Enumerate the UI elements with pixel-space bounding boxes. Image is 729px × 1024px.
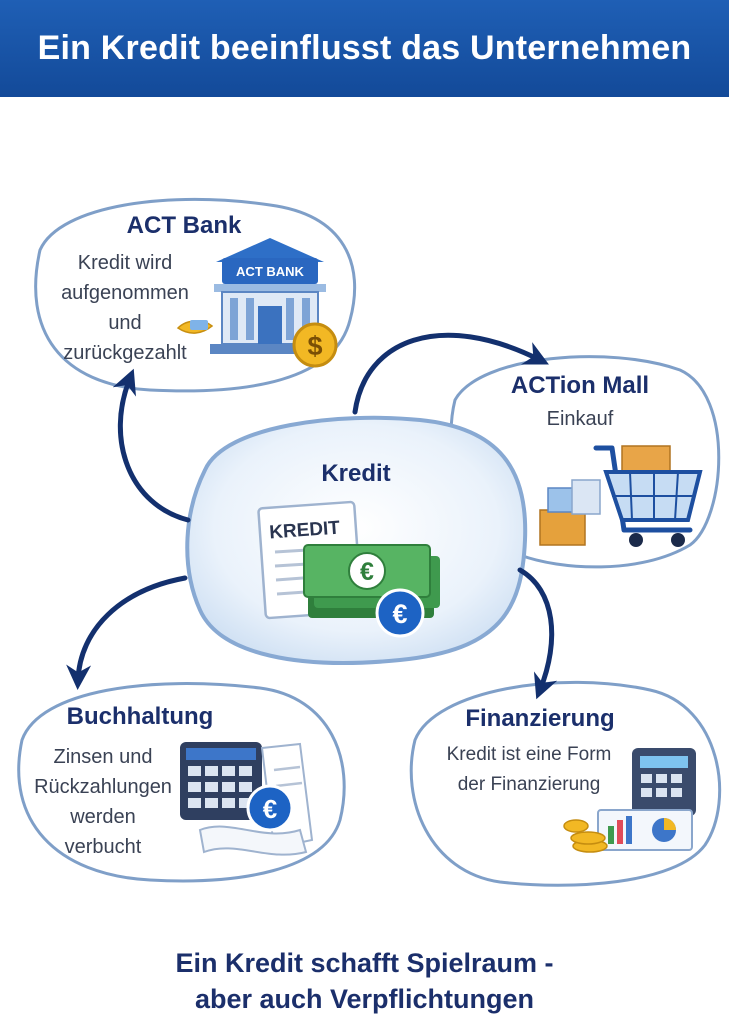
banknote-euro-symbol: € [360,558,374,586]
arrow-center-to-mall [352,332,549,415]
shopping-cart-icon [539,445,703,547]
bank-description: Kredit wird aufgenommen und zurückgezahl… [40,248,210,368]
gold-coins-icon [563,819,608,853]
finance-charts-icon [597,809,693,851]
bank-desc-line-3: und [108,312,142,334]
accounting-desc-line-4: verbucht [64,836,142,858]
footer-line-1: Ein Kredit schafft Spielraum - [175,948,554,978]
finance-calculator-icon [632,748,696,816]
euro-coin-symbol: € [392,599,407,629]
bank-title: ACT Bank [126,212,242,239]
dollar-symbol: $ [307,331,322,361]
footer-line-2: aber auch Verpflichtungen [194,984,535,1014]
center-title: Kredit [321,460,391,487]
financing-desc-line-1: Kredit ist eine Form [446,744,612,765]
credit-doc-label: KREDIT [269,518,341,544]
bank-desc-line-1: Kredit wird [77,252,173,274]
mall-title: ACTion Mall [510,372,650,399]
financing-description: Kredit ist eine Form der Finanzierung [424,740,634,800]
accounting-euro-coin-icon: € [246,784,294,832]
mall-description: Einkauf [480,404,680,434]
money-wings-icon [176,320,214,334]
financing-desc-line-2: der Finanzierung [457,774,601,795]
accounting-desc-line-1: Zinsen und [53,746,153,768]
bank-building-icon: ACT BANK [210,238,330,354]
header-banner: Ein Kredit beeinflusst das Unternehmen [0,0,729,97]
financing-title: Finanzierung [465,705,615,732]
bank-desc-line-4: zurückgezahlt [63,342,187,364]
accounting-desc-line-3: werden [70,806,136,828]
arrow-mall-to-financing [517,567,558,700]
mall-desc-line-1: Einkauf [546,408,614,430]
calculator-icon [180,742,262,820]
bank-sign: ACT BANK [236,264,304,279]
accounting-desc-line-2: Rückzahlungen [34,776,172,798]
page-title: Ein Kredit beeinflusst das Unternehmen [37,29,692,67]
arrow-center-to-accounting [66,575,188,690]
bank-desc-line-2: aufgenommen [61,282,189,304]
accounting-description: Zinsen und Rückzahlungen werden verbucht [28,742,178,862]
dollar-coin-icon: $ [292,322,338,368]
accounting-euro-symbol: € [263,794,277,824]
arrow-center-to-bank [112,368,191,523]
accounting-title: Buchhaltung [66,703,214,730]
euro-coin-icon: € [375,588,425,638]
footer-message: Ein Kredit schafft Spielraum - aber auch… [0,945,729,1017]
